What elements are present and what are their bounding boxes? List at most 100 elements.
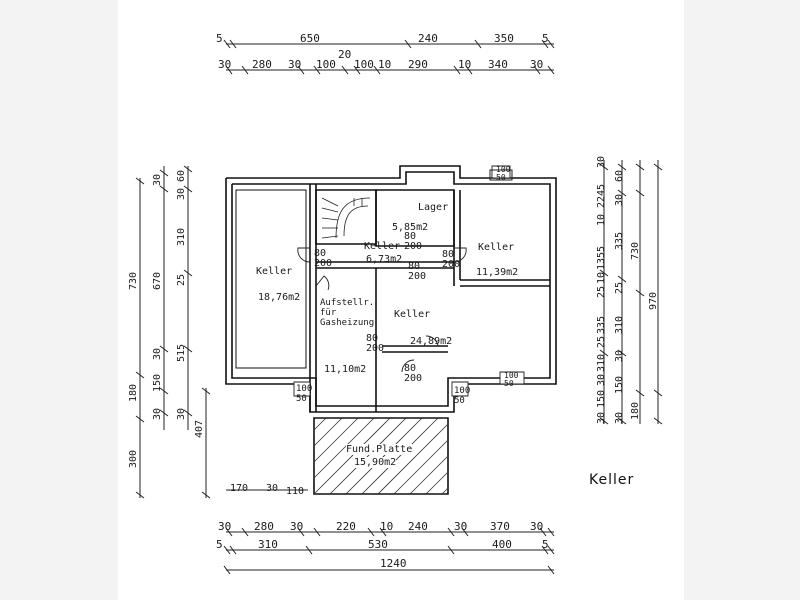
dim-text: 340 [488, 58, 508, 71]
dim-text: 310 [176, 227, 187, 246]
room-area: 24,89m2 [410, 336, 453, 347]
dim-text: 10 [378, 58, 392, 71]
dim-text: 407 [194, 419, 205, 438]
door-label: 80 200 [404, 231, 423, 252]
dim-text: 970 [648, 291, 659, 310]
dim-text: 30 [290, 520, 304, 533]
dim-text: 150 [152, 373, 163, 392]
dim-text: 5 [542, 538, 549, 551]
foundation-hatch [314, 418, 448, 494]
staircase [322, 198, 370, 238]
dim-text: 240 [408, 520, 428, 533]
dim-text: 5 [216, 32, 223, 45]
room-name: Keller [364, 241, 401, 252]
dim-text: 30 [614, 193, 625, 206]
door-swings [298, 248, 466, 372]
dim-text: 30 [596, 373, 607, 386]
dim-text: 310 [596, 353, 607, 372]
dim-text: 730 [630, 241, 641, 260]
dim-text: 300 [128, 449, 139, 468]
room-name: Lager [418, 202, 449, 213]
room-name: Gasheizung [320, 318, 375, 328]
dim-text: 30 [288, 58, 302, 71]
dim-text: 240 [418, 32, 438, 45]
door-label: 80 200 [366, 333, 385, 354]
dim-text: 30 [530, 58, 544, 71]
dim-text: 335 [614, 231, 625, 250]
window-label: 100 50 [504, 371, 519, 388]
dim-text: 30 [596, 411, 607, 424]
room-area: 11,39m2 [476, 267, 519, 278]
dim-text: 25 [596, 285, 607, 298]
dim-text: 335 [596, 315, 607, 334]
dim-text: 5 [542, 32, 549, 45]
dim-text: 280 [252, 58, 272, 71]
dim-text: 10 [458, 58, 472, 71]
window-label: 100 50 [496, 165, 511, 182]
dimension-ticks-left [136, 166, 210, 498]
dim-text: 30 [596, 155, 607, 168]
dim-text: 220 [336, 520, 356, 533]
dimension-ticks-right [600, 164, 662, 424]
door-label: 80 200 [314, 248, 333, 269]
room-area: 11,10m2 [324, 364, 367, 375]
dim-text: 30 [266, 483, 279, 494]
dim-text: 30 [218, 58, 232, 71]
dim-text: 30 [218, 520, 232, 533]
door-label: 80 200 [404, 363, 423, 384]
plan-sheet: 5 650 240 350 5 30 280 30 100 20 100 10 … [118, 0, 684, 600]
dim-text: 670 [152, 271, 163, 290]
dim-text: 10 [380, 520, 394, 533]
dim-text: 30 [176, 187, 187, 200]
dim-text: 400 [492, 538, 512, 551]
dim-text: 30 [454, 520, 468, 533]
room-area: 15,90m2 [354, 457, 397, 468]
room-name: Aufstellr. [320, 298, 375, 308]
dim-text: 30 [176, 407, 187, 420]
dim-text: 30 [152, 347, 163, 360]
dim-text: 180 [630, 401, 641, 420]
door-label: 80 200 [408, 261, 427, 282]
dim-text: 10 [596, 213, 607, 226]
door-label: 80 200 [442, 249, 461, 270]
dim-text: 150 [614, 375, 625, 394]
dim-text: 650 [300, 32, 320, 45]
windows [294, 166, 524, 396]
room-name: Keller [394, 309, 431, 320]
dim-text: 1355 [596, 245, 607, 270]
dim-text: 30 [152, 173, 163, 186]
room-area: 6,73m2 [366, 254, 403, 265]
dimension-ticks-bottom [224, 528, 554, 574]
dim-text: 180 [128, 383, 139, 402]
room-name: Fund.Platte [346, 444, 413, 455]
dim-text: 290 [408, 58, 428, 71]
room-area: 5,85m2 [392, 222, 429, 233]
room-name: Keller [478, 242, 515, 253]
floor-plan-drawing [118, 0, 684, 600]
dim-text: 530 [368, 538, 388, 551]
dim-text: 730 [128, 271, 139, 290]
dim-text: 25 [176, 273, 187, 286]
dim-text: 280 [254, 520, 274, 533]
dim-text: 30 [614, 349, 625, 362]
dim-text: 110 [286, 486, 305, 497]
window-label: 100 50 [296, 384, 313, 404]
room-name: für [320, 308, 337, 318]
dim-text: 515 [176, 343, 187, 362]
dim-text: 60 [176, 169, 187, 182]
room-name: Keller [256, 266, 293, 277]
dim-text: 20 [338, 48, 352, 61]
dim-text: 100 [316, 58, 336, 71]
dim-text: 30 [614, 411, 625, 424]
dim-text: 310 [614, 315, 625, 334]
dim-text: 5 [216, 538, 223, 551]
dim-text: 30 [530, 520, 544, 533]
dim-text: 30 [152, 407, 163, 420]
dim-text: 310 [258, 538, 278, 551]
dim-text: 370 [490, 520, 510, 533]
dim-text: 1240 [380, 557, 407, 570]
dim-text: 10 [596, 271, 607, 284]
dim-text: 60 [614, 169, 625, 182]
window-label: 100 50 [454, 386, 471, 406]
roof-vents [490, 170, 512, 180]
